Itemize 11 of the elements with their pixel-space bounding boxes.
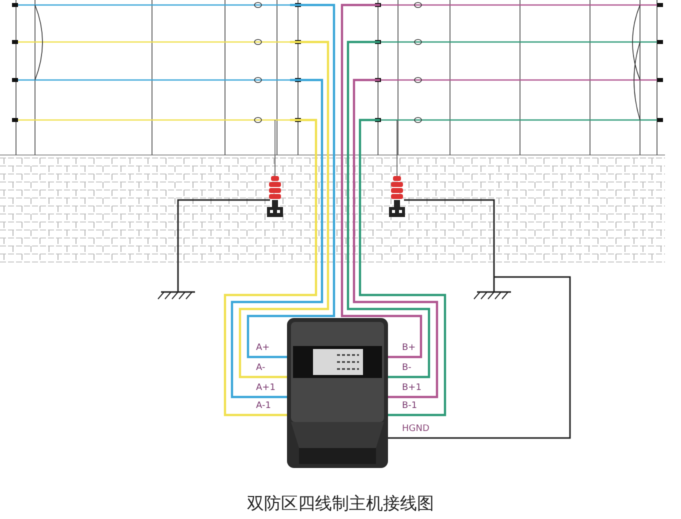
terminal-label: B+1: [402, 383, 422, 394]
terminal-label: A+1: [256, 383, 276, 394]
terminal-label: HGND: [402, 424, 430, 435]
terminal-label: B+: [402, 343, 416, 354]
terminal-label: A+: [256, 343, 270, 354]
terminal-label: B-1: [402, 401, 418, 412]
terminal-label: B-: [402, 363, 412, 374]
terminal-label: A-: [256, 363, 266, 374]
controller-drawing: [287, 318, 388, 468]
caption: 双防区四线制主机接线图: [247, 493, 434, 515]
terminal-label: A-1: [256, 401, 271, 412]
